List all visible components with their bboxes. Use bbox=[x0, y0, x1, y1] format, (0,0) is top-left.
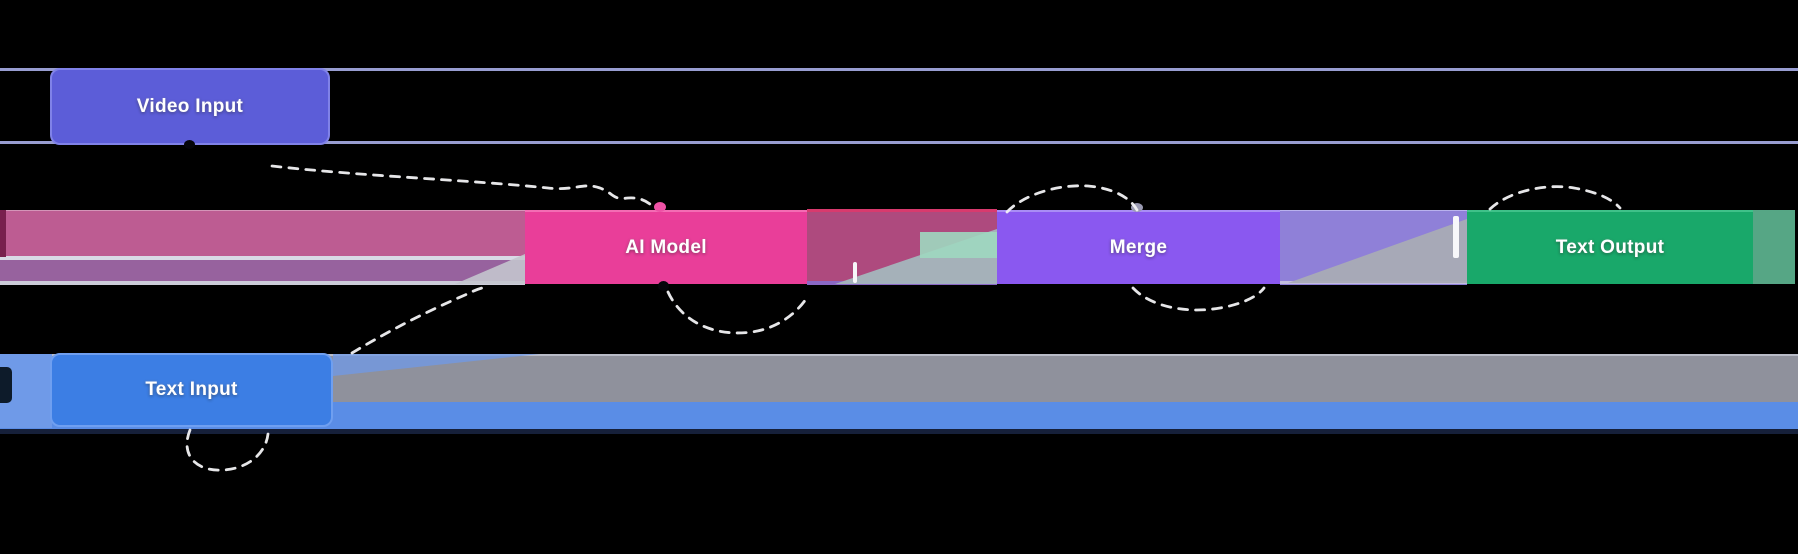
smear-line-crimson bbox=[807, 209, 997, 212]
white-tick-bar-2 bbox=[1453, 216, 1459, 258]
smear-band-blue-fade bbox=[0, 429, 1798, 434]
node-ai-model-label: AI Model bbox=[625, 237, 707, 258]
mint-patch bbox=[920, 232, 997, 258]
left-edge-notch bbox=[0, 367, 12, 403]
handle-ai-model-top[interactable] bbox=[654, 202, 666, 212]
handle-ai-model-bottom[interactable] bbox=[658, 281, 669, 291]
edge-text-input-to-ai-model[interactable] bbox=[350, 286, 484, 355]
edge-loop-under-text-input[interactable] bbox=[185, 428, 270, 472]
node-ai-model[interactable]: AI Model bbox=[525, 210, 807, 284]
smear-band-mauve bbox=[0, 260, 525, 281]
white-tick-bar bbox=[853, 262, 857, 283]
guide-line-top bbox=[0, 68, 1798, 71]
guide-line-bottom bbox=[0, 141, 1798, 144]
node-text-input-label: Text Input bbox=[145, 379, 238, 400]
smear-line-light-2 bbox=[0, 281, 525, 285]
smear-band-rose bbox=[0, 210, 525, 257]
edge-ai-model-to-merge-top-arc[interactable] bbox=[1005, 184, 1139, 214]
edge-video-input-to-ai-model[interactable] bbox=[270, 164, 657, 211]
node-text-output[interactable]: Text Output bbox=[1467, 210, 1753, 284]
node-video-input-label: Video Input bbox=[136, 95, 244, 117]
node-text-output-label: Text Output bbox=[1555, 237, 1665, 258]
smear-band-darkgreen bbox=[1753, 210, 1795, 284]
gray-wedge-left-of-ai bbox=[455, 254, 525, 284]
gray-wedge-before-output bbox=[1288, 219, 1467, 283]
smear-sliver-maroon bbox=[0, 210, 6, 257]
node-merge-label: Merge bbox=[1109, 237, 1168, 258]
node-text-input[interactable]: Text Input bbox=[50, 353, 333, 427]
edge-loop-under-merge[interactable] bbox=[1131, 286, 1266, 312]
node-merge[interactable]: Merge bbox=[997, 210, 1280, 284]
edge-loop-under-ai-model[interactable] bbox=[666, 290, 810, 335]
handle-video-input-bottom[interactable] bbox=[184, 140, 195, 149]
smear-line-light bbox=[0, 256, 525, 260]
lightblue-wedge-after-textinput bbox=[333, 354, 540, 376]
edge-merge-to-text-output-arc[interactable] bbox=[1488, 185, 1622, 211]
